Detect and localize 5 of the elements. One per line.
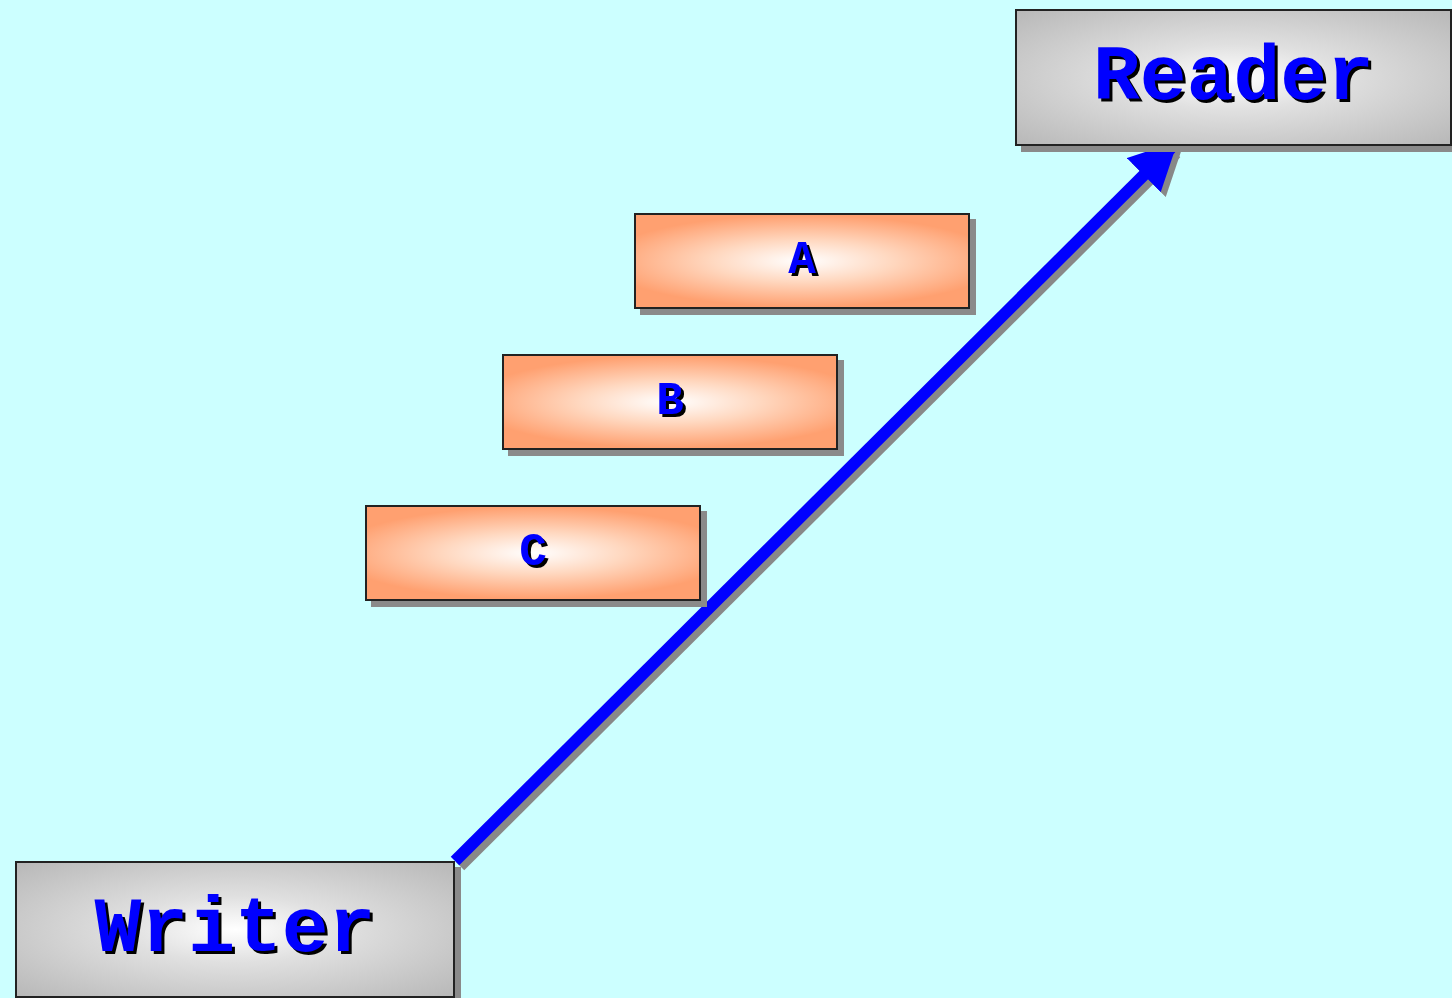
box-label: C <box>519 527 547 579</box>
box-label: B <box>656 376 684 428</box>
box-label: Reader <box>1093 33 1374 122</box>
box-label: A <box>788 235 816 287</box>
box-label: Writer <box>94 885 376 974</box>
